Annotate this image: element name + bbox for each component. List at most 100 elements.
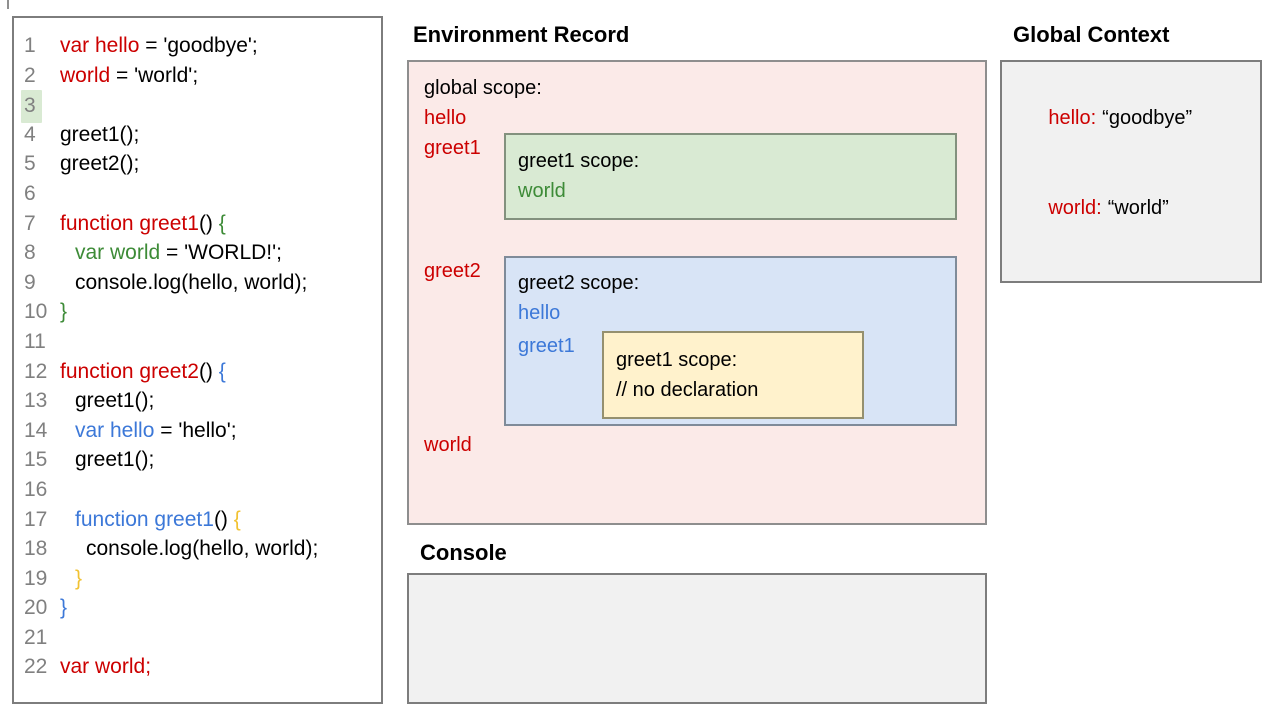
code-segment: { <box>218 359 226 383</box>
code-segment: { <box>218 211 226 235</box>
code-segment: { <box>233 507 241 531</box>
code-text: function greet1() { <box>60 505 241 535</box>
code-segment: () <box>213 507 234 531</box>
line-number: 13 <box>24 389 48 413</box>
line-number: 8 <box>24 241 36 265</box>
inner-greet1-scope-heading: greet1 scope: <box>616 349 738 371</box>
code-segment: function greet1 <box>60 211 199 235</box>
line-number: 3 <box>21 90 60 123</box>
code-segment: function greet2 <box>60 359 199 383</box>
code-line-15: 15 greet1(); <box>24 445 381 475</box>
code-lines: 1 var hello = 'goodbye'; 2 world = 'world';… <box>21 31 381 682</box>
line-number: 12 <box>24 359 48 383</box>
code-line-4: 4 greet1(); <box>24 120 381 150</box>
greet1-scope-box: greet1 scope: world <box>504 133 957 220</box>
greet2-scope-var-hello: hello <box>518 302 561 324</box>
global-scope-box: global scope: hello greet1 greet1 scope:… <box>407 60 987 525</box>
code-line-8: 8 var world = 'WORLD!'; <box>24 238 381 268</box>
code-panel: 1 var hello = 'goodbye'; 2 world = 'world';… <box>12 16 383 704</box>
line-number: 16 <box>24 477 48 501</box>
greet2-scope-box: greet2 scope: hello greet1 greet1 scope:… <box>504 256 957 426</box>
code-segment: var world; <box>60 655 152 679</box>
global-scope-var-greet1: greet1 <box>424 137 481 159</box>
inner-greet1-scope-box: greet1 scope: // no declaration <box>602 331 864 419</box>
code-text: greet1(); <box>60 445 154 475</box>
line-number: 15 <box>24 448 48 472</box>
code-line-11: 11 <box>24 327 381 357</box>
inner-greet1-scope-row: greet1 greet1 scope: // no declaration <box>518 331 943 419</box>
code-segment: greet1(); <box>75 448 155 472</box>
greet2-scope-heading: greet2 scope: <box>518 272 640 294</box>
line-number: 9 <box>24 270 36 294</box>
code-text: console.log(hello, world); <box>60 268 307 298</box>
console-title: Console <box>420 540 507 565</box>
code-line-12: 12 function greet2() { <box>24 357 381 387</box>
code-text: greet1(); <box>60 386 154 416</box>
line-number: 4 <box>24 122 36 146</box>
code-line-3: 3 <box>21 90 381 123</box>
code-text: greet1(); <box>60 120 139 150</box>
code-segment: () <box>198 211 219 235</box>
global-context-entry-hello: hello:“goodbye” <box>1015 73 1247 163</box>
code-segment: greet2(); <box>60 152 140 176</box>
code-text: greet2(); <box>60 149 139 179</box>
global-context-box: hello:“goodbye” world:“world” <box>1000 60 1262 283</box>
greet1-scope-row: greet1 greet1 scope: world <box>424 133 970 220</box>
code-text: var world = 'WORLD!'; <box>60 238 282 268</box>
code-line-16: 16 <box>24 475 381 505</box>
global-scope-var-greet2: greet2 <box>424 260 481 282</box>
code-segment: } <box>75 566 83 590</box>
code-text: console.log(hello, world); <box>60 534 318 564</box>
line-number: 1 <box>24 34 36 57</box>
global-context-value-world: “world” <box>1107 197 1169 219</box>
code-segment: greet1(); <box>60 122 140 146</box>
environment-record-title: Environment Record <box>413 22 630 47</box>
code-text: } <box>60 564 82 594</box>
line-number: 2 <box>24 63 36 87</box>
line-number: 19 <box>24 566 48 590</box>
greet1-scope-heading: greet1 scope: <box>518 150 640 172</box>
global-context-key-hello: hello: <box>1048 107 1097 129</box>
inner-greet1-scope-comment: // no declaration <box>616 379 759 401</box>
global-context-value-hello: “goodbye” <box>1102 107 1193 129</box>
code-line-1: 1 var hello = 'goodbye'; <box>24 31 381 61</box>
code-segment: = 'hello'; <box>154 418 237 442</box>
greet1-scope-var-world: world <box>518 180 566 202</box>
line-number: 20 <box>24 596 48 620</box>
line-number: 21 <box>24 625 48 649</box>
code-line-7: 7 function greet1() { <box>24 209 381 239</box>
global-scope-var-world: world <box>424 434 472 456</box>
code-segment: greet1(); <box>75 389 155 413</box>
code-text: } <box>60 297 67 327</box>
line-number: 11 <box>24 329 46 353</box>
code-line-2: 2 world = 'world'; <box>24 61 381 91</box>
code-segment: () <box>198 359 219 383</box>
global-context-entry-world: world:“world” <box>1015 163 1247 253</box>
code-segment: = 'goodbye'; <box>139 34 258 57</box>
code-segment: } <box>60 596 68 620</box>
code-text: } <box>60 593 67 623</box>
code-segment: } <box>60 300 68 324</box>
code-text: function greet1() { <box>60 209 226 239</box>
line-number: 7 <box>24 211 36 235</box>
highlighted-line-number: 3 <box>21 90 42 123</box>
code-segment: = 'world'; <box>110 63 199 87</box>
code-segment: function greet1 <box>75 507 214 531</box>
code-line-6: 6 <box>24 179 381 209</box>
global-context-title: Global Context <box>1013 22 1170 47</box>
code-text: function greet2() { <box>60 357 226 387</box>
code-text: var hello = 'goodbye'; <box>60 31 258 61</box>
global-scope-var-hello: hello <box>424 107 467 129</box>
line-number: 22 <box>24 655 48 679</box>
global-scope-heading: global scope: <box>424 77 542 99</box>
code-line-13: 13 greet1(); <box>24 386 381 416</box>
code-line-22: 22 var world; <box>24 652 381 682</box>
code-text: world = 'world'; <box>60 61 198 91</box>
code-text: var hello = 'hello'; <box>60 416 237 446</box>
code-segment: console.log(hello, world); <box>86 537 319 561</box>
